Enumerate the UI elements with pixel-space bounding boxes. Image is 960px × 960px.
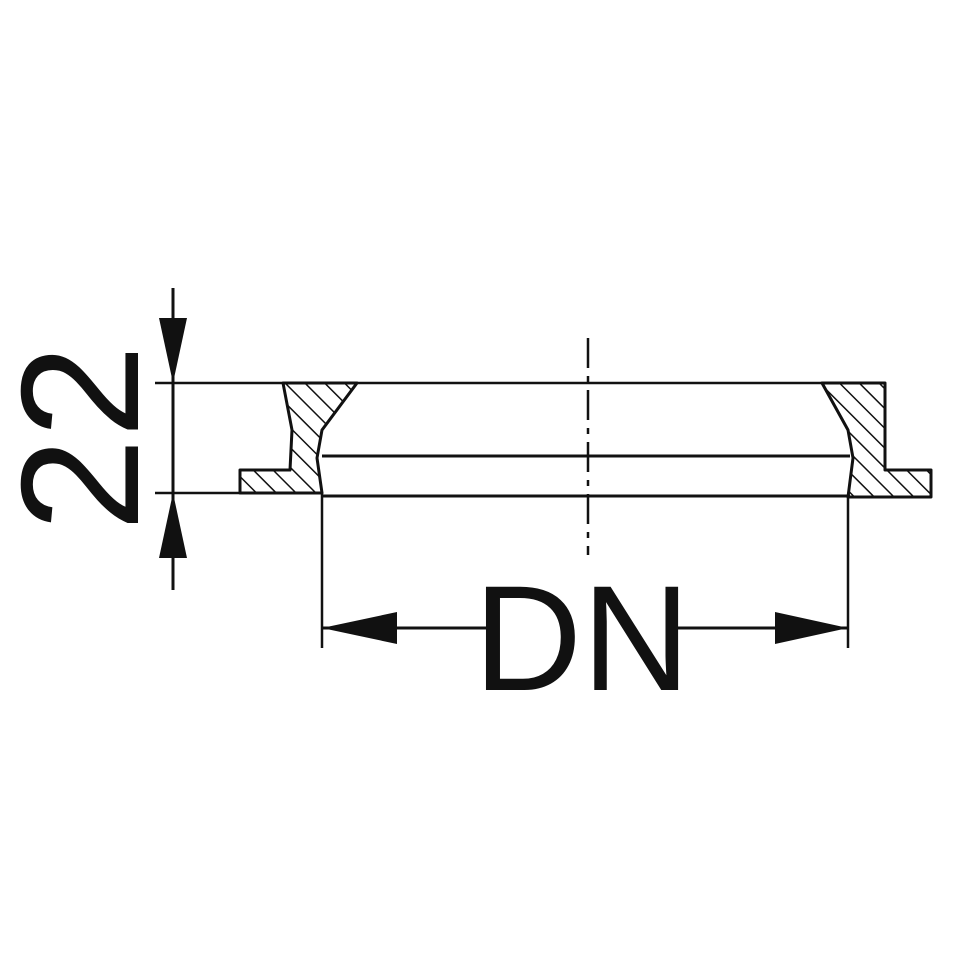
height-arrow-top [159, 318, 187, 383]
flange-section-left [238, 381, 359, 495]
dn-arrow-right [775, 612, 848, 644]
height-label: 22 [0, 345, 174, 532]
ring-conical-right [820, 382, 850, 431]
height-arrow-bottom [159, 493, 187, 558]
diameter-label: DN [474, 554, 691, 722]
flange-section-right [820, 381, 933, 499]
ring-conical-left [320, 382, 359, 431]
dn-arrow-left [322, 612, 397, 644]
